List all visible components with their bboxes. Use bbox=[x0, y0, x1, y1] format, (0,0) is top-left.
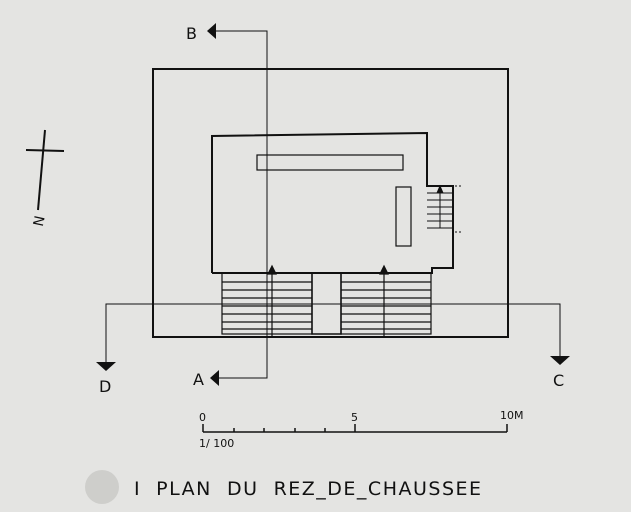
scale-bar bbox=[202, 424, 508, 433]
section-label-b: B bbox=[186, 24, 197, 43]
section-line-ab bbox=[216, 30, 268, 379]
scale-ratio: 1/ 100 bbox=[199, 437, 234, 450]
scale-tick-10m: 10M bbox=[500, 409, 524, 422]
section-label-a: A bbox=[193, 370, 204, 389]
drawing-caption: I PLAN DU REZ_DE_CHAUSSEE bbox=[134, 478, 483, 500]
section-line-cd bbox=[105, 303, 561, 362]
building-outline bbox=[211, 131, 454, 274]
outer-boundary bbox=[152, 68, 509, 338]
front-steps-right bbox=[340, 264, 432, 337]
scale-tick-5: 5 bbox=[351, 411, 358, 424]
scale-tick-0: 0 bbox=[199, 411, 206, 424]
section-label-d: D bbox=[99, 377, 111, 396]
vertical-rectangle-element bbox=[395, 186, 412, 247]
stamp-mark bbox=[85, 470, 119, 504]
north-label: N bbox=[31, 214, 49, 228]
section-arrow-a bbox=[210, 370, 219, 386]
section-arrow-c bbox=[550, 356, 570, 365]
section-label-c: C bbox=[553, 371, 564, 390]
section-arrow-d bbox=[96, 362, 116, 371]
north-arrow-icon bbox=[25, 129, 65, 211]
side-stair bbox=[427, 184, 462, 233]
long-rectangle-element bbox=[256, 154, 404, 171]
section-arrow-b bbox=[207, 23, 216, 39]
